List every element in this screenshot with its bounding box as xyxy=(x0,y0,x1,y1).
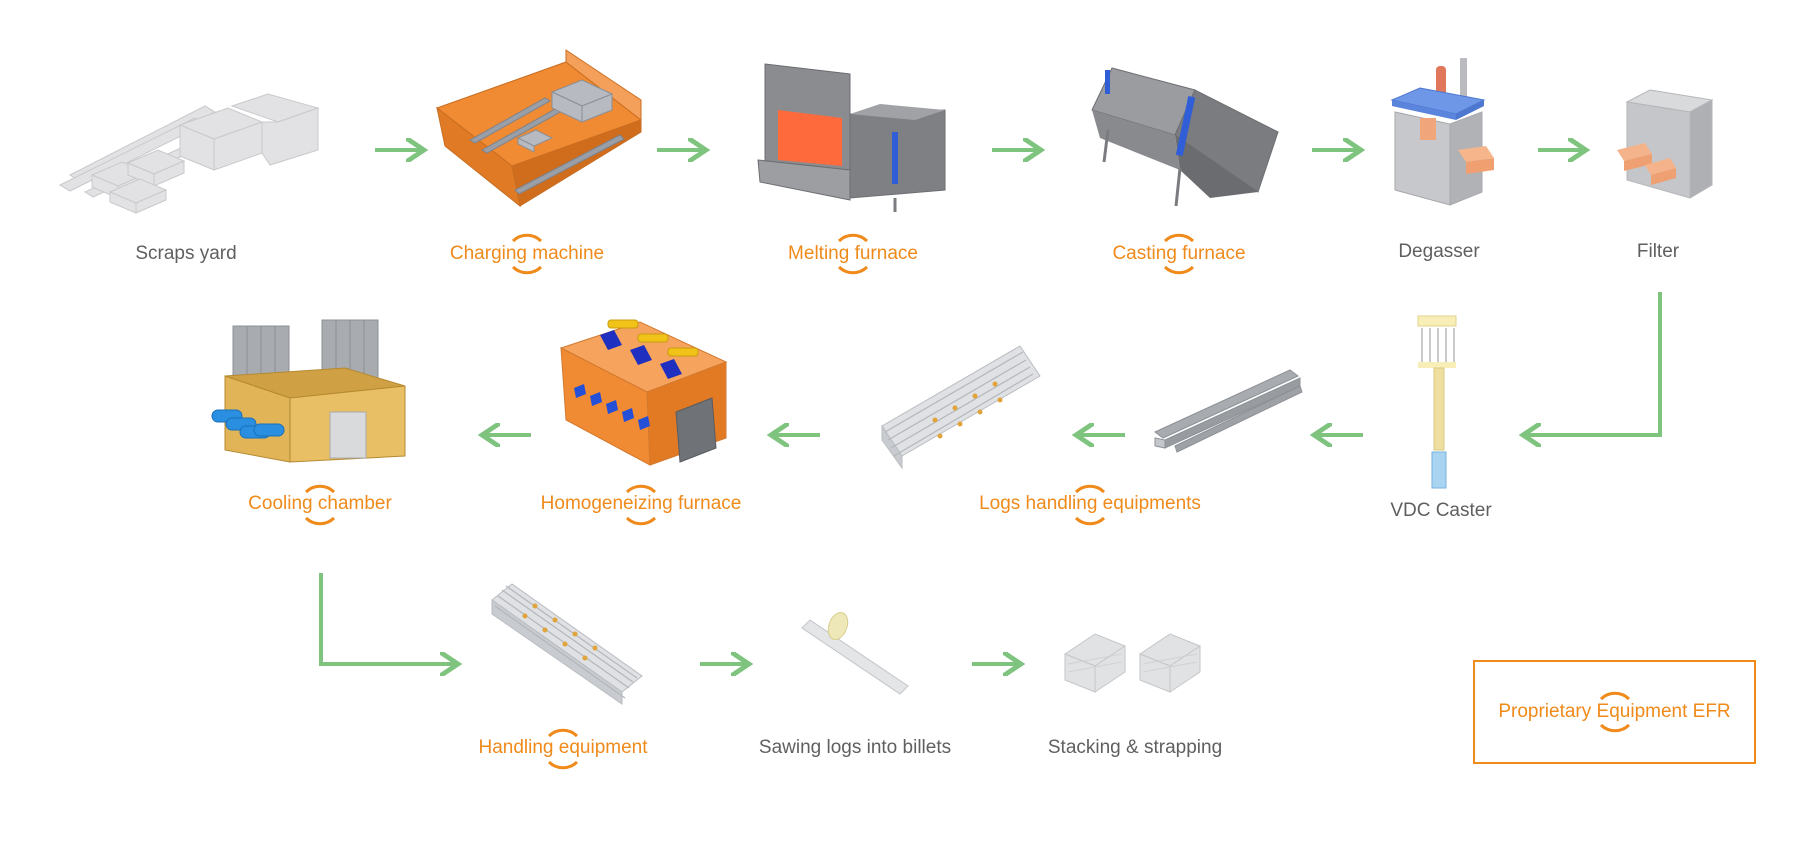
step-label-scraps-yard: Scraps yard xyxy=(135,243,237,264)
step-label-casting-furnace: Casting furnace xyxy=(1112,243,1246,264)
proprietary-ring-icon xyxy=(616,480,666,530)
arrow-11-elbow xyxy=(319,573,456,664)
step-label-logs-handling: Logs handling equipments xyxy=(979,493,1201,514)
proprietary-ring-icon xyxy=(295,480,345,530)
step-label-stacking: Stacking & strapping xyxy=(1047,737,1223,758)
step-label-homogenizing-furnace: Homogeneizing furnace xyxy=(540,493,742,514)
step-label-handling-equipment: Handling equipment xyxy=(478,737,648,758)
step-label-filter: Filter xyxy=(1636,241,1680,262)
proprietary-ring-icon xyxy=(538,724,588,774)
proprietary-ring-icon xyxy=(502,229,552,279)
step-label-sawing: Sawing logs into billets xyxy=(758,737,952,758)
legend-box: Proprietary Equipment EFR xyxy=(1473,660,1756,764)
proprietary-ring-icon xyxy=(828,229,878,279)
step-label-melting-furnace: Melting furnace xyxy=(788,243,918,264)
step-label-degasser: Degasser xyxy=(1398,241,1480,262)
arrow-6-elbow xyxy=(1525,292,1662,435)
proprietary-ring-icon xyxy=(1154,229,1204,279)
proprietary-ring-icon xyxy=(1065,480,1115,530)
legend-label: Proprietary Equipment EFR xyxy=(1498,701,1731,722)
step-label-cooling-chamber: Cooling chamber xyxy=(248,493,392,514)
step-label-vdc-caster: VDC Caster xyxy=(1390,500,1492,521)
proprietary-ring-icon xyxy=(1590,687,1640,737)
step-label-charging-machine: Charging machine xyxy=(449,243,605,264)
